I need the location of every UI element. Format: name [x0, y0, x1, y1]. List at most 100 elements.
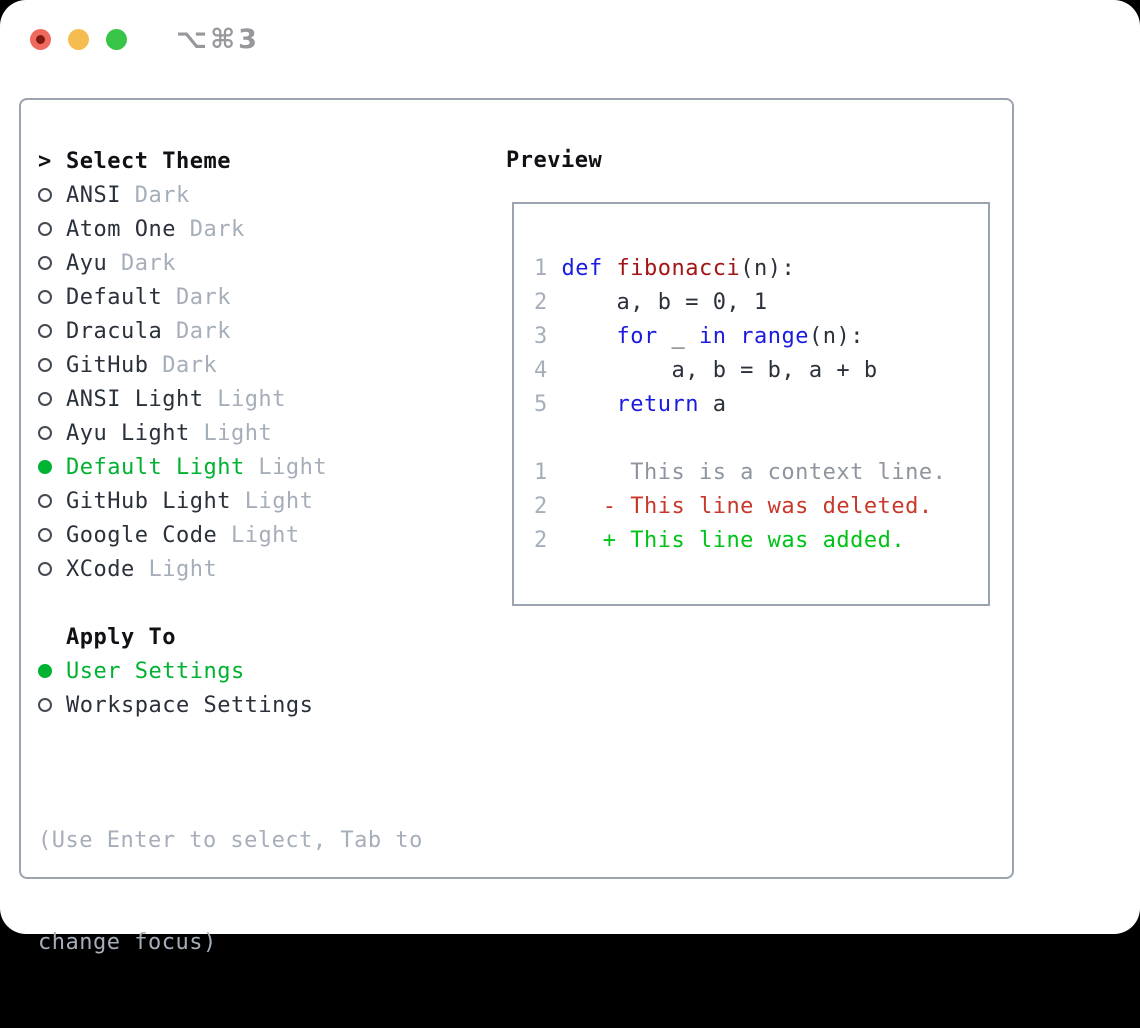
- theme-option[interactable]: GitHub Light Light: [38, 484, 502, 518]
- radio-unselected-icon: [38, 358, 52, 372]
- apply-to-title: Apply To: [66, 624, 176, 650]
- theme-name: Default Light: [66, 454, 245, 480]
- hint-line-1: (Use Enter to select, Tab to: [38, 828, 423, 853]
- theme-name: ANSI: [66, 182, 121, 208]
- code-token-del: - This line was deleted.: [602, 494, 933, 519]
- theme-variant: Dark: [107, 250, 176, 276]
- theme-variant: Light: [244, 454, 328, 480]
- code-token-ln: 2: [534, 290, 548, 315]
- code-token-add: + This line was added.: [602, 528, 906, 553]
- theme-variant: Dark: [175, 216, 245, 242]
- code-token-ln: 1: [534, 256, 562, 281]
- radio-unselected-icon: [38, 494, 52, 508]
- theme-variant: Light: [189, 420, 273, 446]
- code-line: 2 a, b = 0, 1: [534, 286, 988, 320]
- hint-text: (Use Enter to select, Tab to change focu…: [38, 756, 502, 1028]
- theme-option[interactable]: ANSI Dark: [38, 178, 502, 212]
- code-token-pl: [548, 392, 617, 417]
- theme-option[interactable]: XCode Light: [38, 552, 502, 586]
- theme-variant: Dark: [162, 318, 231, 344]
- code-token-pl: a, b = b, a + b: [547, 358, 878, 383]
- code-token-ln: 5: [534, 392, 548, 417]
- code-token-fn: fibonacci: [616, 256, 741, 281]
- code-line: 1 This is a context line.: [534, 456, 988, 490]
- theme-variant: Dark: [148, 352, 218, 378]
- radio-unselected-icon: [38, 324, 52, 338]
- theme-option[interactable]: Ayu Dark: [38, 246, 502, 280]
- code-token-ln: 2: [534, 528, 548, 553]
- unsaved-indicator-dot: [36, 34, 45, 44]
- radio-selected-icon: [38, 664, 52, 678]
- code-line: 2 + This line was added.: [534, 524, 988, 558]
- apply-option-name: Workspace Settings: [66, 692, 314, 718]
- code-token-pl: [603, 256, 617, 281]
- theme-name: Default: [66, 284, 163, 310]
- theme-variant: Light: [230, 488, 314, 514]
- theme-option[interactable]: Ayu Light Light: [38, 416, 502, 450]
- maximize-button[interactable]: [106, 28, 127, 50]
- theme-option[interactable]: Atom One Dark: [38, 212, 502, 246]
- apply-to-header: Apply To: [38, 620, 502, 654]
- apply-to-option[interactable]: Workspace Settings: [38, 688, 502, 722]
- code-token-kw: return: [616, 392, 699, 417]
- window-shortcut-label: ⌥⌘3: [176, 23, 260, 55]
- code-token-kw: def: [561, 256, 603, 281]
- minimize-button[interactable]: [68, 28, 89, 50]
- code-token-pl: a, b = 0, 1: [547, 290, 768, 315]
- code-line: 3 for _ in range(n):: [534, 320, 988, 354]
- theme-variant: Light: [134, 556, 218, 582]
- theme-name: Ayu: [66, 250, 108, 276]
- theme-option[interactable]: Default Light Light: [38, 450, 502, 484]
- code-token-pl: (n):: [808, 324, 864, 349]
- theme-option[interactable]: Default Dark: [38, 280, 502, 314]
- theme-variant: Dark: [162, 284, 231, 310]
- radio-unselected-icon: [38, 562, 52, 576]
- preview-column: Preview 1 def fibonacci(n):2 a, b = 0, 1…: [502, 144, 1012, 877]
- radio-unselected-icon: [38, 426, 52, 440]
- theme-variant: Light: [217, 522, 300, 548]
- code-token-ln: 1: [534, 460, 548, 485]
- code-token-pl: a: [698, 392, 727, 417]
- select-theme-header: > Select Theme: [38, 144, 502, 178]
- code-token-ctx: This is a context line.: [547, 460, 947, 485]
- radio-selected-icon: [38, 460, 52, 474]
- theme-variant: Dark: [120, 182, 190, 208]
- radio-unselected-icon: [38, 528, 52, 542]
- code-line: 5 return a: [534, 388, 988, 422]
- code-token-kw: for: [616, 324, 658, 349]
- theme-option[interactable]: Dracula Dark: [38, 314, 502, 348]
- preview-title: Preview: [506, 148, 603, 173]
- theme-name: GitHub: [66, 352, 149, 378]
- code-token-pl: (n):: [740, 256, 796, 281]
- radio-unselected-icon: [38, 698, 52, 712]
- theme-name: Google Code: [66, 522, 218, 548]
- theme-name: Dracula: [66, 318, 163, 344]
- radio-unselected-icon: [38, 256, 52, 270]
- code-token-pl: [726, 324, 740, 349]
- theme-option[interactable]: GitHub Dark: [38, 348, 502, 382]
- focus-caret-icon: >: [38, 148, 52, 174]
- code-line: 1 def fibonacci(n):: [534, 252, 988, 286]
- code-token-kw: in: [698, 324, 727, 349]
- theme-option[interactable]: ANSI Light Light: [38, 382, 502, 416]
- theme-name: Atom One: [66, 216, 176, 242]
- code-line: 2 - This line was deleted.: [534, 490, 988, 524]
- radio-unselected-icon: [38, 290, 52, 304]
- theme-option[interactable]: Google Code Light: [38, 518, 502, 552]
- apply-option-name: User Settings: [66, 658, 245, 684]
- code-token-ln: 3: [534, 324, 548, 349]
- code-token-pl: _: [657, 324, 699, 349]
- radio-unselected-icon: [38, 392, 52, 406]
- code-token-ln: 4: [534, 358, 548, 383]
- code-token-pl: [548, 494, 603, 519]
- apply-to-option[interactable]: User Settings: [38, 654, 502, 688]
- theme-name: Ayu Light: [66, 420, 190, 446]
- code-line: [534, 422, 988, 456]
- close-button[interactable]: [30, 28, 51, 50]
- theme-name: ANSI Light: [66, 386, 204, 412]
- hint-line-2: change focus): [38, 930, 217, 955]
